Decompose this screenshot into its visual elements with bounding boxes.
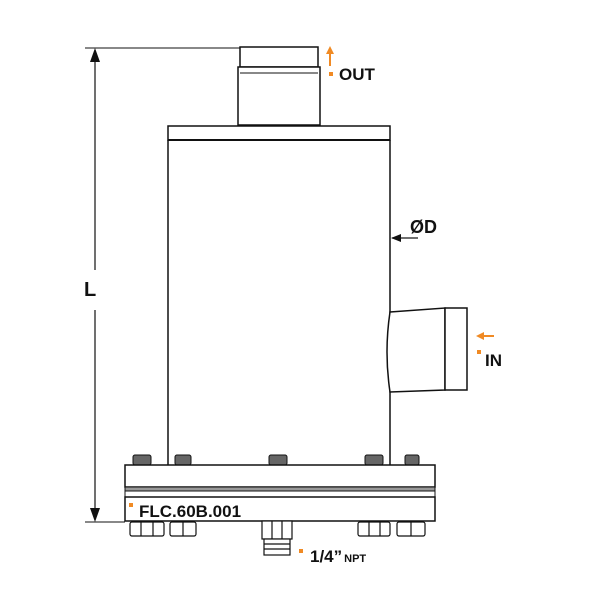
diameter-indicator: ØD xyxy=(391,217,437,242)
in-arrow-icon xyxy=(476,332,494,340)
diameter-label: ØD xyxy=(410,217,437,237)
length-dimension: L xyxy=(84,47,240,523)
inlet-pipe xyxy=(386,307,468,393)
outlet-pipe xyxy=(237,46,321,126)
housing-body xyxy=(167,140,391,465)
top-cap xyxy=(167,125,391,141)
part-number: FLC.60B.001 xyxy=(129,502,241,521)
port-size-label: 1/4”NPT xyxy=(310,547,366,566)
inlet-flow: IN xyxy=(476,332,502,370)
drain-port xyxy=(261,520,293,556)
out-arrow-icon xyxy=(326,46,334,66)
in-label: IN xyxy=(485,351,502,370)
port-size-value: 1/4” xyxy=(310,547,342,566)
part-number-label: FLC.60B.001 xyxy=(139,502,241,521)
port-thread-label: NPT xyxy=(344,553,366,565)
top-bolts xyxy=(132,454,420,466)
out-label: OUT xyxy=(339,65,376,84)
port-size: 1/4”NPT xyxy=(299,547,366,566)
length-label: L xyxy=(84,279,96,301)
bottom-nuts xyxy=(129,521,426,537)
flange xyxy=(124,464,436,522)
outlet-flow: OUT xyxy=(326,46,376,84)
